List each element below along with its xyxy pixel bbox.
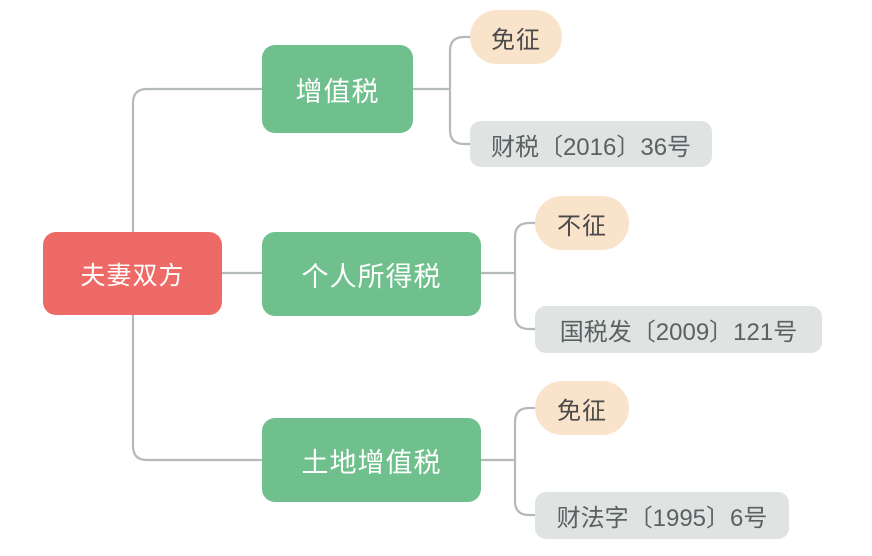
connector-vat-status <box>448 35 472 91</box>
root-node[interactable]: 夫妻双方 <box>43 232 222 315</box>
category-node-lat[interactable]: 土地增值税 <box>262 418 481 502</box>
connector-vat-reference <box>448 87 472 146</box>
status-badge-lat[interactable]: 免征 <box>535 381 629 435</box>
reference-chip-lat[interactable]: 财法字〔1995〕6号 <box>535 492 789 539</box>
connector-root-to-vat <box>131 87 264 275</box>
status-badge-vat[interactable]: 免征 <box>470 10 562 64</box>
connector-lat-reference <box>513 458 537 517</box>
category-node-iit[interactable]: 个人所得税 <box>262 232 481 316</box>
connector-iit-reference <box>513 271 537 331</box>
connector-iit-status <box>513 221 537 275</box>
status-badge-iit[interactable]: 不征 <box>535 196 629 250</box>
category-node-vat[interactable]: 增值税 <box>262 45 413 133</box>
reference-chip-vat[interactable]: 财税〔2016〕36号 <box>470 121 712 167</box>
connector-lat-status <box>513 406 537 462</box>
connector-root-to-lat <box>131 271 264 462</box>
reference-chip-iit[interactable]: 国税发〔2009〕121号 <box>535 306 822 353</box>
